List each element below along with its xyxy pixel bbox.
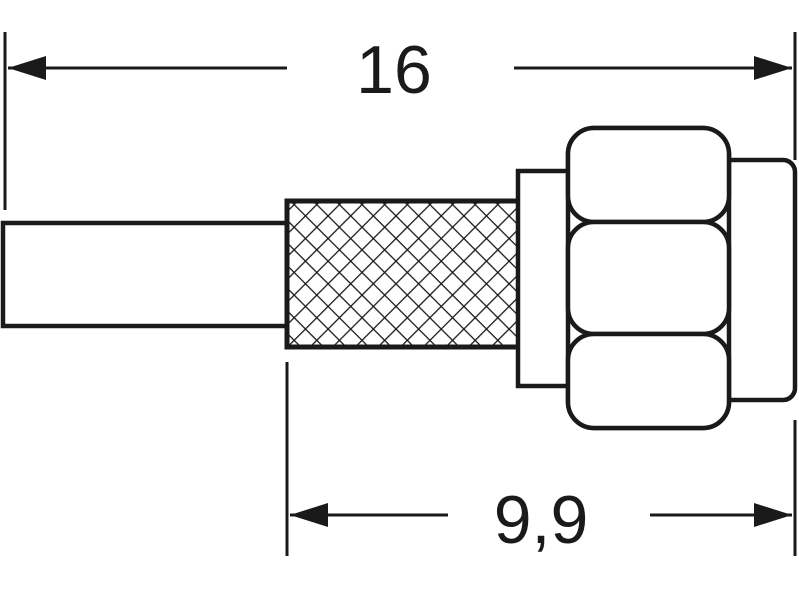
arrowhead-right bbox=[754, 56, 792, 80]
knurled-sleeve bbox=[284, 198, 523, 350]
dimension-overall: 16 bbox=[8, 32, 792, 108]
dimension-label-connector: 9,9 bbox=[494, 482, 589, 558]
hex-face-top bbox=[565, 125, 732, 225]
hex-nut bbox=[565, 125, 732, 431]
dimension-label-overall: 16 bbox=[356, 32, 432, 108]
hex-face-bottom bbox=[565, 331, 732, 431]
arrowhead-left bbox=[290, 503, 328, 527]
arrowhead-left bbox=[8, 56, 46, 80]
hex-face-middle bbox=[565, 219, 732, 337]
cable bbox=[0, 220, 290, 329]
arrowhead-right bbox=[754, 503, 792, 527]
dimension-connector: 9,9 bbox=[290, 482, 792, 558]
